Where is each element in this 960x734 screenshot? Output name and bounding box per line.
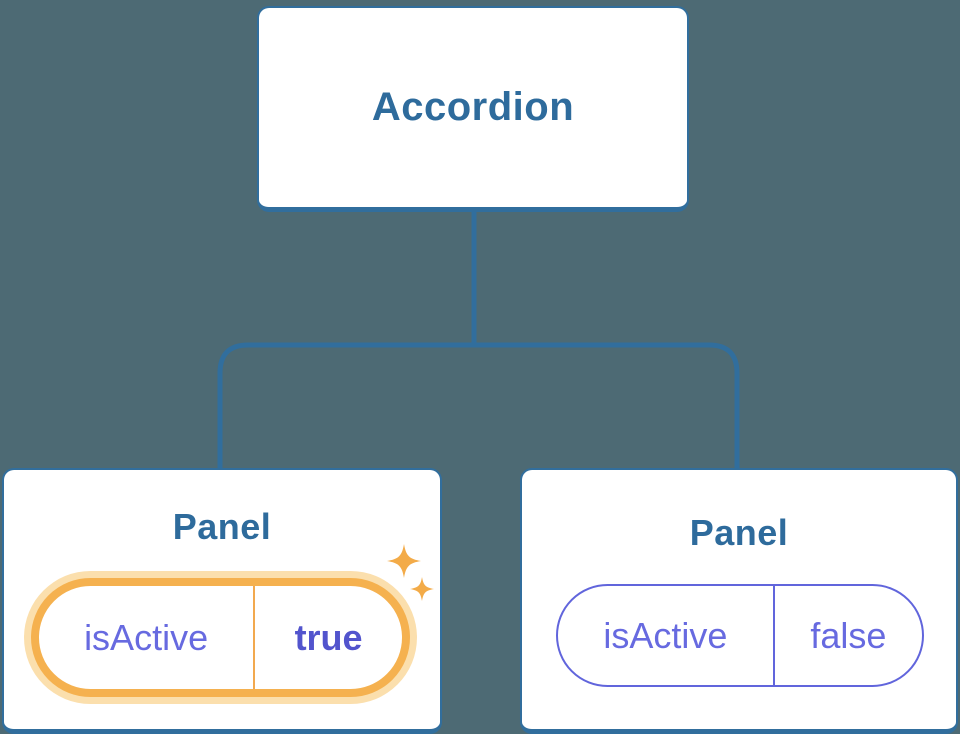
pill-divider: [772, 586, 775, 685]
sparkle-small: [410, 577, 434, 601]
state-name-label: isActive: [603, 614, 728, 656]
accordion-node-label: Accordion: [371, 85, 575, 129]
state-name-label: isActive: [84, 616, 209, 658]
accordion-node: Accordion: [257, 6, 689, 212]
panel-node-title: Panel: [172, 506, 272, 547]
panel-node-active: Panel isActive true: [2, 468, 442, 734]
sparkle-large: [387, 544, 421, 578]
panel-node-title: Panel: [689, 512, 789, 553]
state-pill-active: isActive true: [31, 578, 410, 697]
branch-connector-line: [217, 342, 740, 475]
state-value-label: true: [294, 616, 363, 658]
state-pill-inactive: isActive false: [556, 584, 924, 687]
state-value-label: false: [810, 614, 887, 656]
panel-node-inactive: Panel isActive false: [520, 468, 958, 734]
sparkles-icon: [387, 544, 434, 601]
pill-divider: [253, 586, 256, 689]
